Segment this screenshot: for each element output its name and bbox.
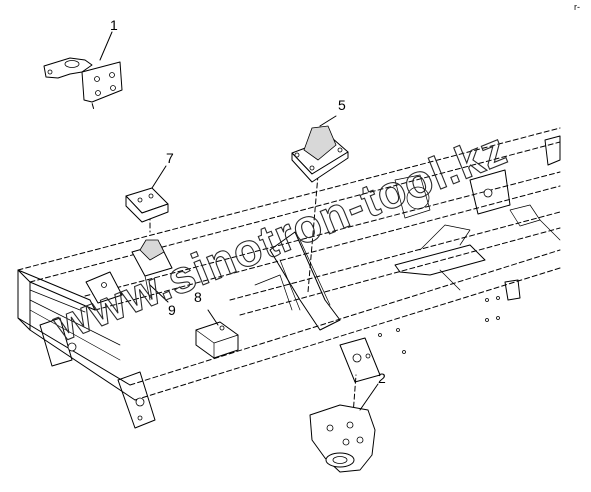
chassis-frame	[17, 127, 561, 429]
part-7-block	[125, 165, 169, 223]
part-2-bracket	[309, 383, 379, 473]
callout-5: 5	[338, 97, 346, 113]
callout-8: 8	[194, 289, 202, 305]
callout-2: 2	[378, 370, 386, 386]
watermark-text: www.sinotron-tool.kz	[45, 122, 514, 352]
callout-1: 1	[110, 17, 118, 33]
corner-mark: r-	[574, 2, 580, 12]
callout-labels: 1 5 7 8 9 2	[110, 17, 386, 386]
part-8-bracket	[195, 309, 239, 359]
part-9-mount	[85, 239, 173, 304]
callout-7: 7	[166, 150, 174, 166]
callout-9: 9	[168, 302, 176, 318]
part-1-bracket	[43, 31, 123, 103]
part-5-mount	[291, 115, 349, 183]
